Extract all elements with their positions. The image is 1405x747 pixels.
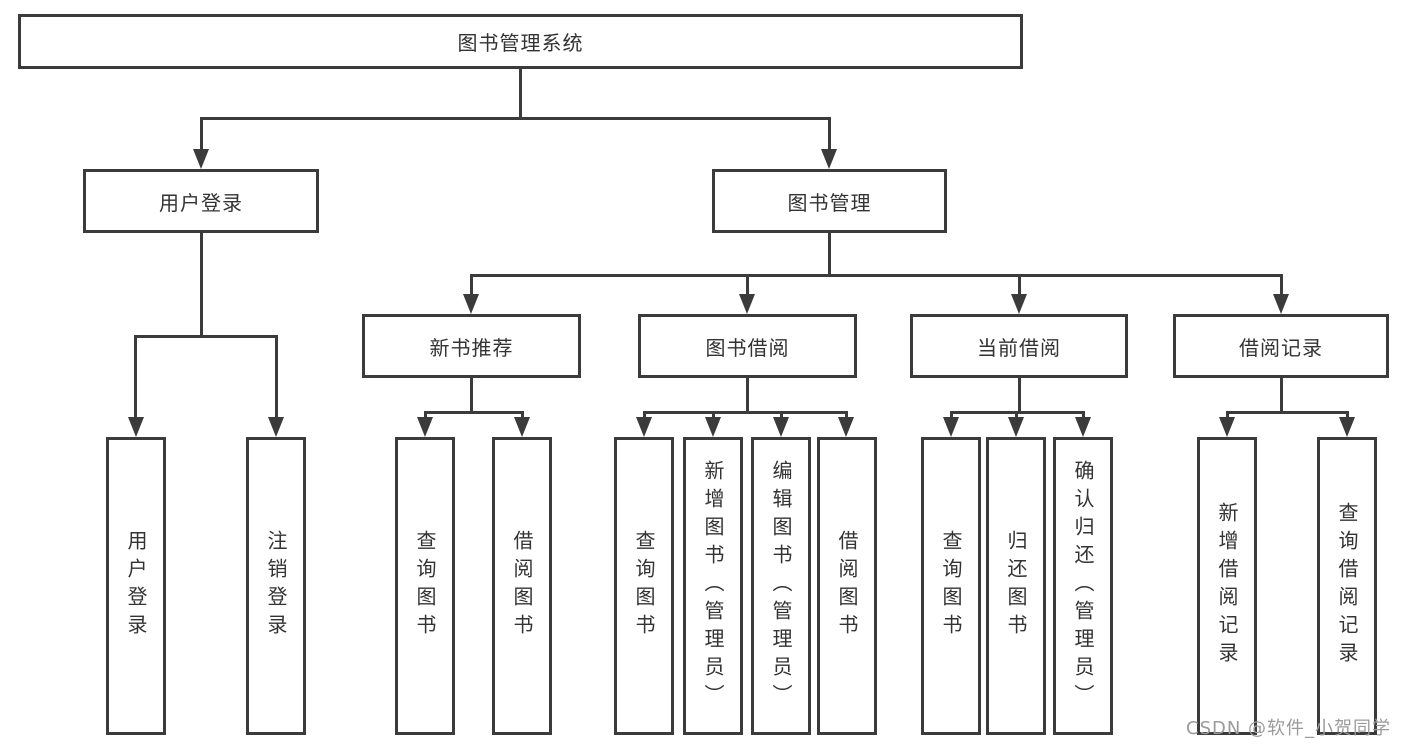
node-borrowing-records-label: 借阅记录: [1239, 335, 1323, 360]
leaf-borrow-books-recommend: 借阅图书: [492, 437, 552, 735]
leaf-return-books-label: 归还图书: [1004, 530, 1028, 642]
leaf-borrow-books-label: 借阅图书: [835, 530, 859, 642]
arrow-down-icon: [1075, 417, 1091, 437]
leaf-return-books: 归还图书: [986, 437, 1046, 735]
connector-user-login-stem: [200, 233, 203, 335]
connector-user-login-bar: [134, 335, 278, 338]
connector-level2-bar: [200, 117, 831, 120]
arrow-down-icon: [739, 294, 755, 314]
node-current-borrowing-label: 当前借阅: [977, 335, 1061, 360]
arrow-down-icon: [705, 417, 721, 437]
leaf-edit-books-admin: 编辑图书（管理员）: [751, 437, 811, 735]
arrow-down-icon: [193, 149, 209, 169]
leaf-add-borrow-record-label: 新增借阅记录: [1215, 502, 1239, 670]
connector-drop: [828, 117, 831, 149]
connector-drop: [1015, 411, 1018, 419]
node-book-management: 图书管理: [712, 169, 947, 233]
leaf-add-borrow-record: 新增借阅记录: [1197, 437, 1257, 735]
arrow-down-icon: [943, 417, 959, 437]
connector-drop: [1280, 274, 1283, 294]
node-user-login: 用户登录: [83, 169, 319, 233]
leaf-add-books-admin-label: 新增图书（管理员）: [701, 460, 725, 712]
node-new-book-recommend-label: 新书推荐: [429, 335, 514, 360]
leaf-query-books-current: 查询图书: [921, 437, 981, 735]
leaf-logout: 注销登录: [246, 437, 306, 735]
connector-drop: [424, 411, 427, 419]
leaf-borrow-books-recommend-label: 借阅图书: [510, 530, 534, 642]
node-user-login-label: 用户登录: [159, 190, 243, 215]
leaf-query-books-current-label: 查询图书: [939, 530, 963, 642]
connector-level3-bar: [470, 274, 1283, 277]
leaf-query-books-recommend-label: 查询图书: [413, 530, 437, 642]
connector-book-management-stem: [828, 233, 831, 274]
connector-drop: [845, 411, 848, 419]
leaf-query-borrow-record: 查询借阅记录: [1317, 437, 1377, 735]
connector-drop: [200, 117, 203, 149]
connector-drop: [134, 335, 137, 417]
connector-drop: [950, 411, 953, 419]
connector-root-stem: [519, 69, 522, 117]
connector-drop: [746, 274, 749, 294]
node-root: 图书管理系统: [18, 14, 1023, 69]
connector-drop: [1082, 411, 1085, 419]
connector-drop: [712, 411, 715, 419]
connector-recommend-bar: [424, 411, 524, 414]
arrow-down-icon: [1008, 417, 1024, 437]
connector-records-bar: [1226, 411, 1349, 414]
node-borrowing-records: 借阅记录: [1173, 314, 1389, 378]
connector-drop: [780, 411, 783, 419]
arrow-down-icon: [1219, 417, 1235, 437]
leaf-add-books-admin: 新增图书（管理员）: [683, 437, 743, 735]
arrow-down-icon: [636, 417, 652, 437]
connector-drop: [1346, 411, 1349, 419]
connector-current-stem: [1018, 378, 1021, 411]
connector-borrowing-stem: [746, 378, 749, 411]
arrow-down-icon: [463, 294, 479, 314]
arrow-down-icon: [1011, 294, 1027, 314]
leaf-confirm-return-admin-label: 确认归还（管理员）: [1071, 460, 1095, 712]
connector-drop: [275, 335, 278, 417]
leaf-user-login-label: 用户登录: [124, 530, 148, 642]
leaf-query-borrow-record-label: 查询借阅记录: [1335, 502, 1359, 670]
leaf-edit-books-admin-label: 编辑图书（管理员）: [769, 460, 793, 712]
arrow-down-icon: [268, 417, 284, 437]
arrow-down-icon: [821, 149, 837, 169]
arrow-down-icon: [417, 417, 433, 437]
connector-drop: [470, 274, 473, 294]
connector-drop: [643, 411, 646, 419]
arrow-down-icon: [514, 417, 530, 437]
arrow-down-icon: [1273, 294, 1289, 314]
arrow-down-icon: [838, 417, 854, 437]
leaf-query-books-borrowing-label: 查询图书: [632, 530, 656, 642]
leaf-logout-label: 注销登录: [264, 530, 288, 642]
connector-records-stem: [1280, 378, 1283, 411]
node-book-borrowing-label: 图书借阅: [705, 335, 790, 360]
leaf-confirm-return-admin: 确认归还（管理员）: [1053, 437, 1113, 735]
connector-borrowing-bar: [643, 411, 848, 414]
node-new-book-recommend: 新书推荐: [362, 314, 581, 378]
node-book-borrowing: 图书借阅: [638, 314, 857, 378]
leaf-user-login: 用户登录: [106, 437, 166, 735]
connector-drop: [1226, 411, 1229, 419]
arrow-down-icon: [128, 417, 144, 437]
csdn-watermark: CSDN @软件_小贺同学: [1186, 718, 1392, 739]
node-book-management-label: 图书管理: [787, 190, 872, 215]
connector-drop: [1018, 274, 1021, 294]
node-current-borrowing: 当前借阅: [910, 314, 1128, 378]
arrow-down-icon: [773, 417, 789, 437]
leaf-borrow-books: 借阅图书: [817, 437, 877, 735]
leaf-query-books-borrowing: 查询图书: [614, 437, 674, 735]
leaf-query-books-recommend: 查询图书: [395, 437, 455, 735]
arrow-down-icon: [1339, 417, 1355, 437]
connector-drop: [521, 411, 524, 419]
connector-recommend-stem: [470, 378, 473, 411]
node-root-label: 图书管理系统: [457, 31, 584, 55]
